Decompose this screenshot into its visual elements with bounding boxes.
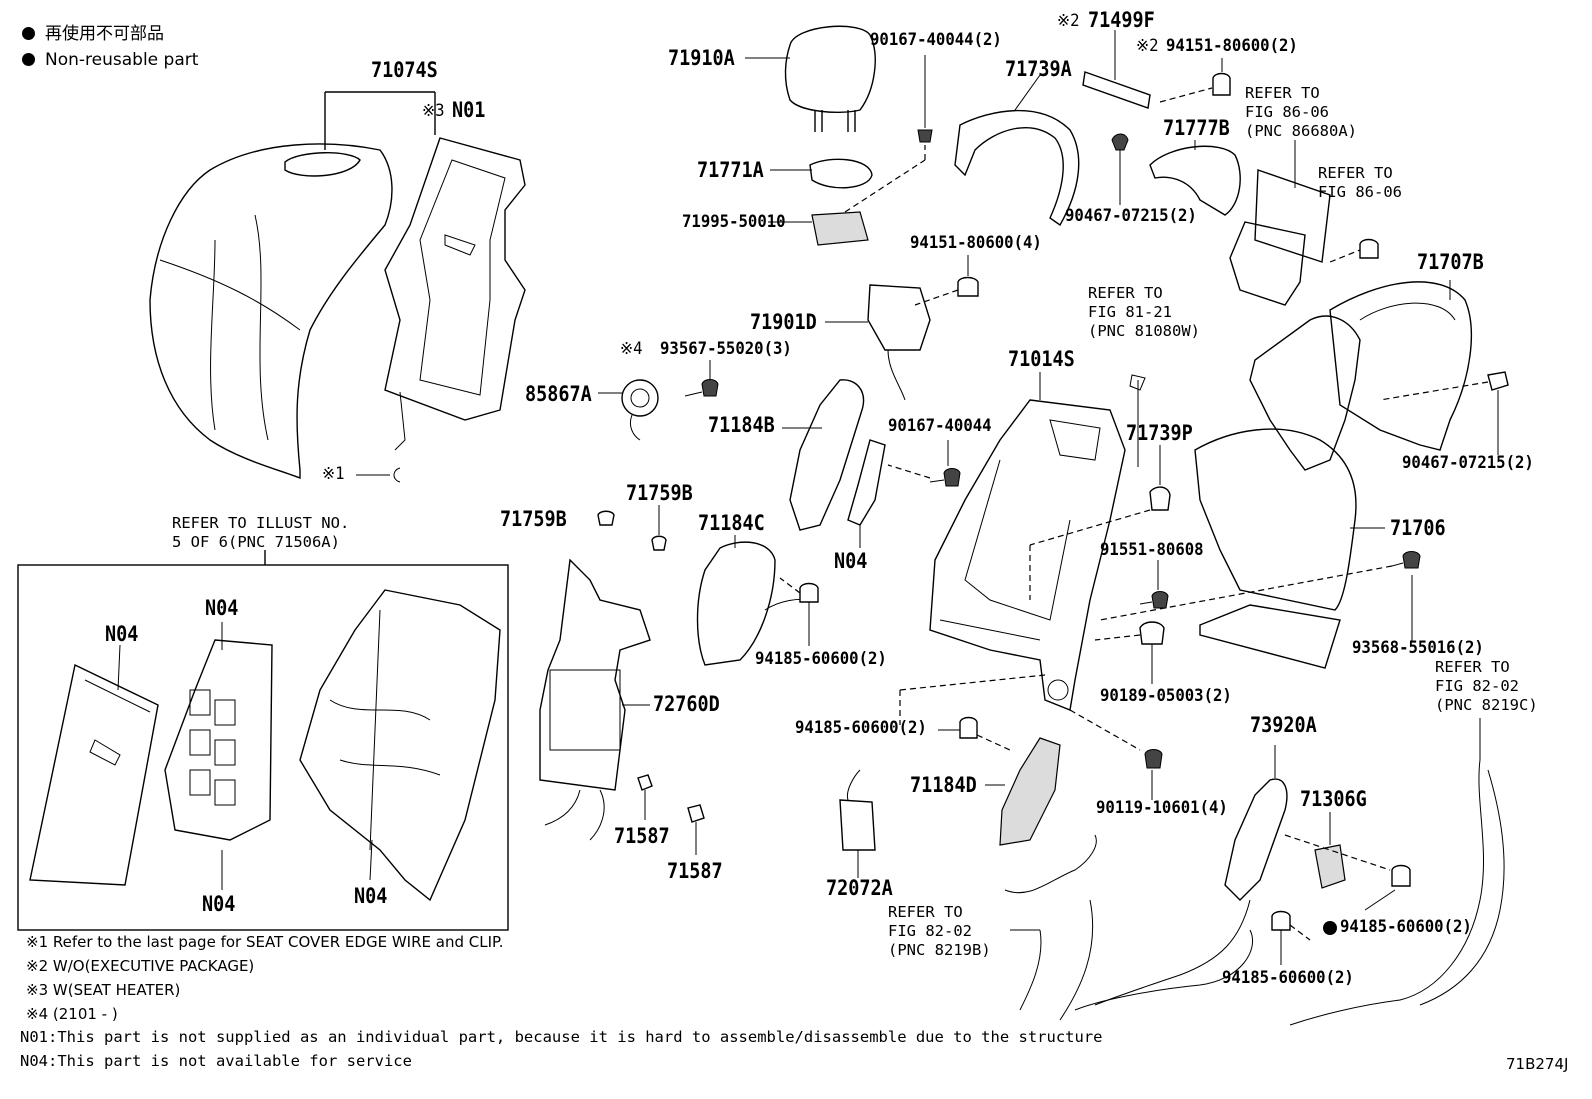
- figure-id: 71B274J: [1506, 1055, 1569, 1073]
- seatback-cover-drawing: [149, 143, 393, 480]
- part-label[interactable]: 94151-80600(2): [1166, 36, 1298, 56]
- reference-fig-86-06-b[interactable]: REFER TO FIG 86-06: [1318, 164, 1402, 201]
- part-label[interactable]: 71901D: [750, 310, 817, 334]
- part-label[interactable]: 71184C: [698, 511, 765, 535]
- part-label[interactable]: N04: [105, 622, 139, 646]
- seat-frame-drawing: [929, 399, 1126, 711]
- part-label[interactable]: 71995-50010: [682, 212, 786, 232]
- back-board-upper-drawing: [1249, 315, 1361, 471]
- part-label[interactable]: 71014S: [1008, 347, 1075, 371]
- inset-panel-drawings: [29, 589, 501, 902]
- part-label[interactable]: 71707B: [1417, 250, 1484, 274]
- part-label[interactable]: 71184B: [708, 413, 775, 437]
- upper-cover-drawing: [1149, 145, 1241, 216]
- part-label[interactable]: 71759B: [626, 481, 693, 505]
- part-label[interactable]: 91551-80608: [1100, 540, 1204, 560]
- part-label[interactable]: 72072A: [826, 876, 893, 900]
- reference-fig-86-06-a[interactable]: REFER TO FIG 86-06 (PNC 86680A): [1245, 84, 1357, 140]
- back-board-drawing: [1194, 428, 1357, 611]
- side-panel-d-drawing: [999, 737, 1061, 846]
- part-note-mark: ※2: [1057, 11, 1080, 31]
- legend-dot-icon: [22, 53, 35, 66]
- side-panel-n04-drawing: [847, 439, 886, 526]
- part-label[interactable]: N04: [834, 549, 868, 573]
- speaker-drawing: [621, 379, 659, 417]
- seat-control-module-drawing: [539, 558, 651, 841]
- part-label[interactable]: 72760D: [653, 692, 720, 716]
- part-label[interactable]: 71074S: [371, 58, 438, 82]
- lower-trim-drawing: [1224, 778, 1288, 901]
- inset-box: [17, 564, 509, 931]
- actuator-drawing: [867, 284, 931, 351]
- part-label[interactable]: 71759B: [500, 507, 567, 531]
- part-label[interactable]: 85867A: [525, 382, 592, 406]
- part-label[interactable]: 71739P: [1126, 421, 1193, 445]
- part-label[interactable]: N04: [354, 884, 388, 908]
- footnote-n01: N01:This part is not supplied as an indi…: [20, 1028, 1103, 1046]
- bracket-73-drawing: [1314, 844, 1346, 889]
- part-label[interactable]: 93568-55016(2): [1352, 638, 1484, 658]
- part-label[interactable]: 94185-60600(2): [755, 649, 887, 669]
- legend-japanese: 再使用不可部品: [22, 26, 164, 43]
- footnote-3: ※3 W(SEAT HEATER): [26, 981, 181, 999]
- part-label[interactable]: 71184D: [910, 773, 977, 797]
- part-note-mark: ※2: [1136, 36, 1159, 56]
- footnote-1: ※1 Refer to the last page for SEAT COVER…: [26, 933, 504, 951]
- part-label[interactable]: 71910A: [668, 46, 735, 70]
- legend-japanese-text: 再使用不可部品: [45, 24, 164, 44]
- back-board-shell-drawing: [1329, 281, 1473, 451]
- part-note-mark: ※4: [620, 339, 643, 359]
- part-label[interactable]: 93567-55020(3): [660, 339, 792, 359]
- part-label[interactable]: N04: [202, 892, 236, 916]
- part-label[interactable]: 90467-07215(2): [1402, 453, 1534, 473]
- part-label[interactable]: 94185-60600(2): [1340, 917, 1472, 937]
- part-label[interactable]: 71306G: [1300, 787, 1367, 811]
- part-label[interactable]: N01: [452, 98, 486, 122]
- upper-trim-drawing: [954, 109, 1080, 227]
- side-panel-b-drawing: [789, 379, 865, 531]
- display-drawing: [1254, 169, 1331, 263]
- side-panel-c-drawing: [696, 541, 776, 666]
- headrest-drawing: [784, 25, 876, 132]
- part-label[interactable]: 71499F: [1088, 8, 1155, 32]
- headrest-guide-drawing: [811, 211, 869, 246]
- part-label[interactable]: 94185-60600(2): [1222, 968, 1354, 988]
- clip-drawing: [1149, 486, 1171, 511]
- part-label[interactable]: N04: [205, 596, 239, 620]
- control-unit-drawing: [839, 799, 876, 851]
- part-note-mark: ※1: [322, 464, 345, 484]
- part-label[interactable]: 71587: [614, 824, 670, 848]
- part-label[interactable]: 94151-80600(4): [910, 233, 1042, 253]
- footnote-n04: N04:This part is not available for servi…: [20, 1052, 412, 1070]
- part-label[interactable]: 71771A: [697, 158, 764, 182]
- legend-english-text: Non-reusable part: [45, 50, 199, 70]
- part-label[interactable]: 71587: [667, 859, 723, 883]
- bracket-drawing: [1082, 71, 1151, 109]
- reference-fig-81-21[interactable]: REFER TO FIG 81-21 (PNC 81080W): [1088, 284, 1200, 340]
- reference-fig-82-02-c[interactable]: REFER TO FIG 82-02 (PNC 8219C): [1435, 658, 1538, 714]
- part-label[interactable]: 71739A: [1005, 57, 1072, 81]
- part-label[interactable]: 73920A: [1250, 713, 1317, 737]
- part-label[interactable]: 90167-40044(2): [870, 30, 1002, 50]
- part-label[interactable]: 90119-10601(4): [1096, 798, 1228, 818]
- footnote-4: ※4 (2101 - ): [26, 1005, 118, 1023]
- part-label[interactable]: 90467-07215(2): [1065, 206, 1197, 226]
- legend-dot-icon: [22, 27, 35, 40]
- part-label[interactable]: 90189-05003(2): [1100, 686, 1232, 706]
- display-bracket-drawing: [1229, 221, 1306, 306]
- part-label[interactable]: 71706: [1390, 516, 1446, 540]
- headrest-support-drawing: [809, 158, 873, 189]
- part-label[interactable]: 71777B: [1163, 116, 1230, 140]
- heater-pad-drawing: [384, 137, 526, 451]
- footnote-2: ※2 W/O(EXECUTIVE PACKAGE): [26, 957, 255, 975]
- legend-english: Non-reusable part: [22, 52, 198, 69]
- part-label[interactable]: 90167-40044: [888, 416, 992, 436]
- reference-fig-82-02-b[interactable]: REFER TO FIG 82-02 (PNC 8219B): [888, 903, 991, 959]
- part-label[interactable]: 94185-60600(2): [795, 718, 927, 738]
- reference-illust-5-of-6[interactable]: REFER TO ILLUST NO. 5 OF 6(PNC 71506A): [172, 514, 350, 551]
- part-note-mark: ※3: [422, 101, 445, 121]
